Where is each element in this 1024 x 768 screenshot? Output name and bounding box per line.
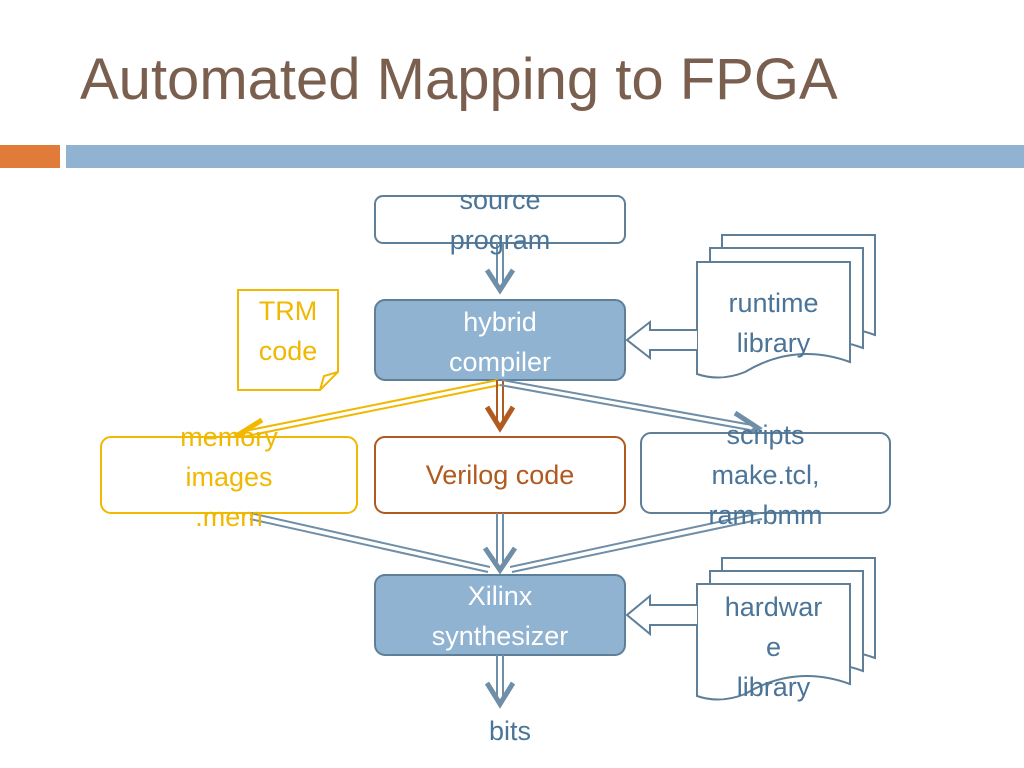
hardware-library-label: hardwar e library <box>724 592 823 702</box>
memory-images-box <box>100 436 358 514</box>
arrow-memory-to-xilinx <box>249 512 491 573</box>
arrow-hardware-to-xilinx <box>625 593 697 637</box>
trm-code-label: TRM code <box>258 296 318 366</box>
memory-images-label: memory images .mem <box>180 422 278 532</box>
scripts-box <box>640 432 891 514</box>
runtime-library-docs <box>696 234 876 379</box>
verilog-code-box <box>374 436 626 514</box>
arrow-xilinx-to-bits <box>484 655 516 709</box>
trm-code-note <box>237 289 339 391</box>
source-program-label: source program <box>449 185 551 255</box>
verilog-code-label: Verilog code <box>425 460 575 490</box>
hybrid-compiler-label: hybrid compiler <box>448 307 552 377</box>
arrow-verilog-to-xilinx <box>482 513 518 575</box>
accent-bar-orange <box>0 145 60 168</box>
hybrid-compiler-box <box>374 299 626 381</box>
arrow-scripts-to-xilinx <box>509 512 763 573</box>
accent-bar-blue <box>66 145 1024 168</box>
source-program-box <box>374 195 626 244</box>
bits-label: bits <box>488 716 532 746</box>
arrow-compiler-to-verilog <box>484 380 516 433</box>
scripts-label: scripts make.tcl, ram.bmm <box>708 420 823 530</box>
xilinx-synthesizer-label: Xilinx synthesizer <box>431 581 569 651</box>
xilinx-synthesizer-box <box>374 574 626 656</box>
arrow-runtime-to-compiler <box>625 319 697 361</box>
slide-title: Automated Mapping to FPGA <box>80 47 838 112</box>
hardware-library-docs <box>696 557 876 701</box>
runtime-library-label: runtime library <box>728 288 819 358</box>
arrow-source-to-compiler <box>484 243 516 295</box>
